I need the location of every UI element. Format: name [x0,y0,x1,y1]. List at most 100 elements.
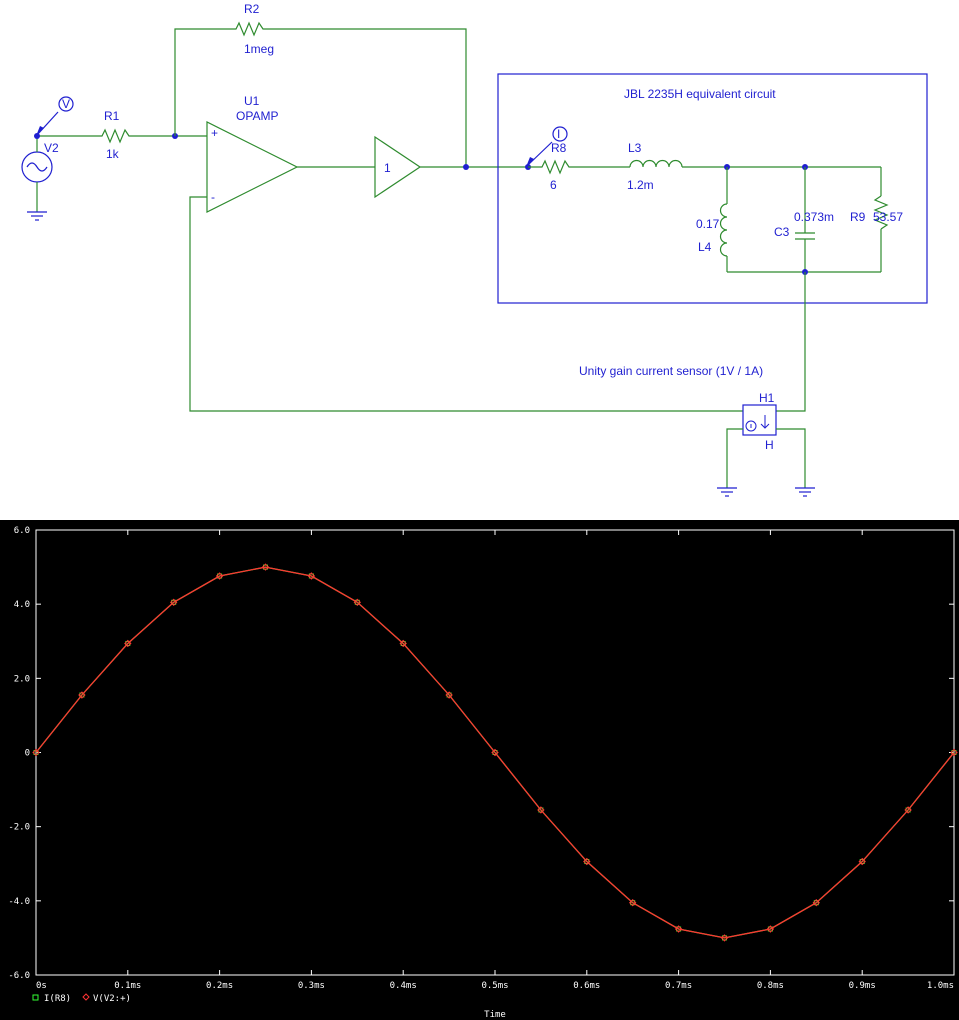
series-0-point [951,750,957,755]
series-1-point [307,572,316,580]
series-1-point [812,898,821,907]
r9-name: R9 [850,210,866,224]
series-1-point [766,925,775,933]
series-0-point [354,599,360,605]
x-tick-label: 0.4ms [390,981,417,991]
jbl-box-title: JBL 2235H equivalent circuit [624,87,776,101]
capacitor-c3[interactable] [795,232,815,240]
series-0-point [905,807,911,813]
legend-marker-v-v2 [82,993,90,1001]
y-tick-label: -4.0 [8,897,30,907]
x-tick-label: 0.2ms [206,981,233,991]
circuit-schematic: V2 V R1 1k R2 1meg + - U1 OPAMP 1 JBL 22… [21,2,928,497]
series-0-point [630,900,636,906]
series-1-point [169,598,178,607]
opamp-plus-label: + [211,126,218,140]
series-1-point [583,857,591,866]
current-probe-label: I [557,127,560,141]
legend-v-v2: V(V2:+) [93,994,131,1004]
y-tick-label: 0 [25,749,30,759]
series-1-point [537,806,545,814]
h1-name: H1 [759,391,775,405]
current-sensor-h1[interactable] [742,404,777,436]
l3-value: 1.2m [627,178,654,192]
x-tick-label: 1.0ms [927,981,954,991]
series-1-point [950,748,958,757]
c3-value: 0.373m [794,210,834,224]
y-tick-label: 2.0 [14,674,30,684]
series-1-point [124,639,132,648]
y-tick-label: 6.0 [14,526,30,536]
u1-name: U1 [244,94,260,108]
legend-i-r8: I(R8) [44,994,71,1004]
opamp-u1[interactable] [206,121,299,213]
current-probe-icon[interactable] [526,126,568,167]
v2-label: V2 [44,141,59,155]
series-1-point [628,898,637,907]
r1-name: R1 [104,109,120,123]
l4-value: 0.17 [696,217,720,231]
r8-value: 6 [550,178,557,192]
ground-icon [795,487,815,497]
resistor-r8[interactable] [528,159,576,175]
series-1-point [78,691,86,699]
r8-name: R8 [551,141,567,155]
resistor-r1[interactable] [98,128,132,144]
r2-name: R2 [244,2,260,16]
series-1-point [353,598,362,607]
series-0-point [171,599,177,605]
x-tick-label: 0.8ms [757,981,784,991]
x-axis-title: Time [484,1010,506,1020]
series-0-point [492,750,498,755]
series-1-point [32,748,40,757]
x-tick-label: 0.9ms [849,981,876,991]
series-0-point [584,859,590,865]
series-1-point [858,857,866,866]
c3-name: C3 [774,225,790,239]
x-tick-label: 0.3ms [298,981,325,991]
sensor-caption: Unity gain current sensor (1V / 1A) [579,364,763,378]
waveform-plot: 0s 0.1ms 0.2ms 0.3ms 0.4ms 0.5ms 0.6ms 0.7ms 0.8… [0,520,959,1020]
series-0-point [859,859,865,865]
x-tick-label: 0.5ms [481,981,508,991]
h1-type: H [765,438,774,452]
unity-buffer[interactable] [374,135,422,199]
series-1-point [491,748,499,757]
x-tick-label: 0.1ms [114,981,141,991]
voltage-probe-label: V [62,97,70,111]
u1-type: OPAMP [236,109,278,123]
x-tick-label: 0.7ms [665,981,692,991]
r9-value: 53.57 [873,210,903,224]
series-1-point [215,572,224,580]
resistor-r9[interactable] [873,195,889,230]
series-0-point [400,640,406,646]
jbl-equivalent-circuit-box [497,73,928,304]
opamp-minus-label: - [211,190,215,204]
series-0-point [79,692,85,698]
x-tick-label: 0.6ms [573,981,600,991]
inductor-l3[interactable] [629,159,683,168]
buffer-gain-label: 1 [384,161,391,175]
r1-value: 1k [106,147,120,161]
plot-legend: I(R8) V(V2:+) [32,993,131,1004]
series-0-point [125,640,131,646]
y-tick-label: 4.0 [14,600,30,610]
voltage-source-v2[interactable] [21,136,53,221]
series-1-point [720,934,729,942]
l3-name: L3 [628,141,642,155]
series-0-point [446,692,452,698]
x-tick-label: 0s [36,981,47,991]
series-1-point [904,806,912,814]
series-0-point [813,900,819,906]
series-1-point [399,639,407,648]
resistor-r2[interactable] [231,21,268,37]
y-tick-label: -6.0 [8,971,30,981]
l4-name: L4 [698,240,712,254]
series-0-point [33,750,39,755]
legend-marker-i-r8 [32,994,39,1001]
ground-icon [717,487,737,497]
inductor-l4[interactable] [719,203,728,257]
r2-value: 1meg [244,42,274,56]
series-line-1 [35,566,955,939]
series-1-point [445,691,453,699]
